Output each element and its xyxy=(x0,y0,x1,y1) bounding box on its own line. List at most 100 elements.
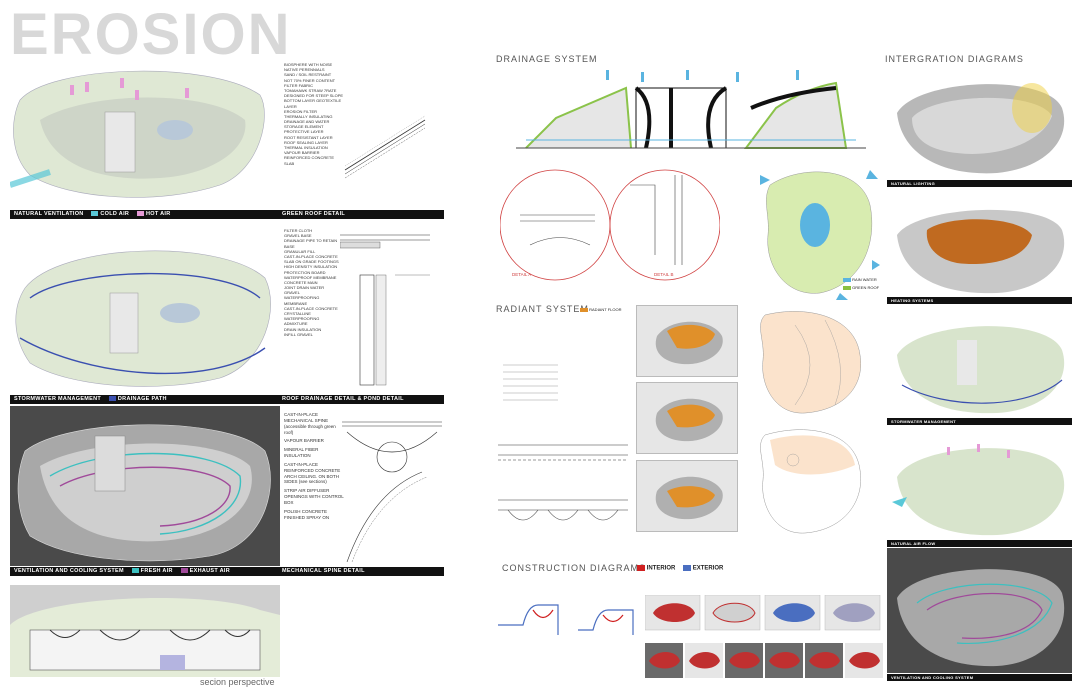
section-perspective xyxy=(10,585,280,677)
legend-label: FRESH AIR xyxy=(140,568,173,574)
drainage-details xyxy=(500,165,720,290)
ventilation-bar: VENTILATION AND COOLING SYSTEM FRESH AIR… xyxy=(10,567,444,576)
layer-note: GRAVEL BASE xyxy=(284,233,312,239)
layer-note: CRYSTALLINE WATERPROOFING ADMIXTURE xyxy=(284,311,320,327)
layer-note: DRAINAGE PIPE TO RETAIN BASE xyxy=(284,238,338,249)
green-roof-swatch xyxy=(843,285,851,290)
layer-note: THERMALLY INSULATING DRAINAGE AND WATER … xyxy=(284,113,333,130)
natural-ventilation-render xyxy=(10,60,275,208)
layer-note: REINFORCED CONCRETE SLAB xyxy=(284,155,335,166)
layer-note: PROTECTIVE LAYER xyxy=(284,129,324,135)
poster-title: EROSION xyxy=(10,2,292,67)
fresh-air-swatch xyxy=(131,568,139,574)
construction-title: CONSTRUCTION DIAGRAMS xyxy=(502,563,647,573)
spine-notes: CAST-IN-PLACE MECHANICAL SPINE (accessib… xyxy=(284,412,344,524)
layer-note: STRIP AIR DIFFUSER OPENINGS WITH CONTROL… xyxy=(284,488,344,505)
integration-render-airflow xyxy=(887,432,1072,537)
section-caption: secion perspective xyxy=(200,677,275,687)
construction-sections xyxy=(498,600,638,640)
stormwater-bar: STORMWATER MANAGEMENT DRAINAGE PATH ROOF… xyxy=(10,395,444,404)
legend-label: EXHAUST AIR xyxy=(189,568,231,574)
layer-note: BOTTOM LAYER GEOTEXTILE LAYER xyxy=(284,98,342,109)
natural-ventilation-bar: NATURAL VENTILATION COLD AIR HOT AIR GRE… xyxy=(10,210,444,219)
layer-note: DRAIN INSULATION xyxy=(284,326,322,332)
integration-title: INTERGRATION DIAGRAMS xyxy=(885,54,1024,64)
green-roof-detail-drawing xyxy=(340,110,430,180)
drainage-notes: FILTER CLOTH GRAVEL BASE DRAINAGE PIPE T… xyxy=(284,228,339,337)
bar-label: GREEN ROOF DETAIL xyxy=(282,211,346,217)
bar-label: NATURAL VENTILATION xyxy=(14,211,84,217)
layer-note: CONCRETE MAIN xyxy=(284,279,318,285)
legend-label: RAIN WATER xyxy=(852,277,877,282)
detail-b-label: DETAIL B xyxy=(654,272,674,277)
bar-label: MECHANICAL SPINE DETAIL xyxy=(282,568,365,574)
layer-note: GRANULAR FILL xyxy=(284,248,316,254)
layer-note: WATERPROOF MEMBRANE xyxy=(284,274,337,280)
layer-note: ROOF SEALING LAYER xyxy=(284,139,328,145)
airflow-bar: NATURAL AIR FLOW xyxy=(887,540,1072,547)
construction-legend: INTERIOR EXTERIOR xyxy=(637,565,723,572)
radiant-title: RADIANT SYSTEM xyxy=(496,304,589,314)
layer-note: POLISH CONCRETE FINISHED SPRAY ON xyxy=(284,508,330,520)
stormwater-right-bar: STORMWATER MANAGEMENT xyxy=(887,418,1072,425)
layer-note: EROSION FILTER xyxy=(284,108,318,114)
drainage-plan xyxy=(760,165,880,300)
legend-label: DRAINAGE PATH xyxy=(117,396,167,402)
drainage-legend: RAIN WATER GREEN ROOF xyxy=(843,276,879,292)
legend-label: HOT AIR xyxy=(146,211,171,217)
radiant-render-2 xyxy=(636,382,738,454)
drainage-title: DRAINAGE SYSTEM xyxy=(496,54,598,64)
layer-note: VAPOUR BARRIER xyxy=(284,438,324,444)
stormwater-render xyxy=(10,228,280,393)
radiant-zone-plans xyxy=(755,305,870,540)
green-roof-notes: BIOSPHERE WITH NOISE NATIVE PERENNIALS S… xyxy=(284,62,344,166)
heating-bar: HEATING SYSTEMS xyxy=(887,297,1072,304)
integration-render-heating xyxy=(887,195,1072,295)
integration-render-ventilation xyxy=(887,548,1072,673)
layer-note: JOINT DRAIN WATER xyxy=(284,285,325,291)
legend-label: RADIANT FLOOR xyxy=(589,307,622,312)
layer-note: NOT 70% FINER CONTENT FILTER FABRIC xyxy=(284,77,335,88)
layer-note: THERMAL INSULATION xyxy=(284,145,328,150)
layer-note: ROOT RESISTANT LAYER xyxy=(284,134,333,140)
legend-label: EXTERIOR xyxy=(692,565,724,572)
layer-note: INFILL GRAVEL xyxy=(284,331,313,337)
layer-note: CAST-IN-PLACE CONCRETE SLAB ON GRADE FOO… xyxy=(284,253,339,265)
roof-drainage-detail-drawing xyxy=(340,230,440,390)
ventilation-right-bar: VENTILATION AND COOLING SYSTEM xyxy=(887,674,1072,681)
layer-note: BIOSPHERE WITH NOISE NATIVE PERENNIALS xyxy=(284,62,333,73)
radiant-floor-swatch xyxy=(580,307,588,312)
integration-render-stormwater xyxy=(887,310,1072,415)
layer-note: HIGH DENSITY INSULATION PROTECTION BOARD xyxy=(284,264,338,275)
layer-note: MINERAL FIBER INSULATION xyxy=(284,447,319,459)
legend-label: GREEN ROOF xyxy=(852,285,880,290)
radiant-notes xyxy=(498,360,628,530)
radiant-render-3 xyxy=(636,460,738,532)
legend-label: INTERIOR xyxy=(646,565,676,572)
interior-swatch xyxy=(637,565,645,571)
drainage-path-swatch xyxy=(108,396,116,402)
layer-note: SAND / SOIL RESTRAINT xyxy=(284,72,332,78)
integration-render-lighting xyxy=(887,68,1072,178)
layer-note: FILTER CLOTH xyxy=(284,228,313,233)
exterior-swatch xyxy=(683,565,692,571)
mechanical-spine-drawing xyxy=(342,412,442,562)
layer-note: GRAVEL xyxy=(284,290,300,296)
layer-note: CAST-IN-PLACE MECHANICAL SPINE (accessib… xyxy=(284,412,336,435)
layer-note: TOMAHAWK STRAW 7RATE DESIGNED FOR STEEP … xyxy=(284,87,344,99)
legend-label: COLD AIR xyxy=(100,211,130,217)
radiant-render-1 xyxy=(636,305,738,377)
hot-air-swatch xyxy=(137,211,144,217)
bar-label: STORMWATER MANAGEMENT xyxy=(14,396,102,402)
layer-note: VAPOUR BARRIER xyxy=(284,150,320,156)
bar-label: ROOF DRAINAGE DETAIL & POND DETAIL xyxy=(282,396,404,402)
layer-note: CAST-IN-PLACE CONCRETE xyxy=(284,305,338,311)
layer-note: CAST-IN-PLACE REINFORCED CONCRETE ARCH C… xyxy=(284,461,341,485)
radiant-legend: RADIANT FLOOR xyxy=(580,307,622,312)
detail-a-label: DETAIL A xyxy=(512,272,532,277)
lighting-bar: NATURAL LIGHTING xyxy=(887,180,1072,187)
rain-water-swatch xyxy=(843,277,851,282)
drainage-section xyxy=(496,68,871,158)
exhaust-air-swatch xyxy=(180,568,188,574)
cold-air-swatch xyxy=(91,211,99,217)
